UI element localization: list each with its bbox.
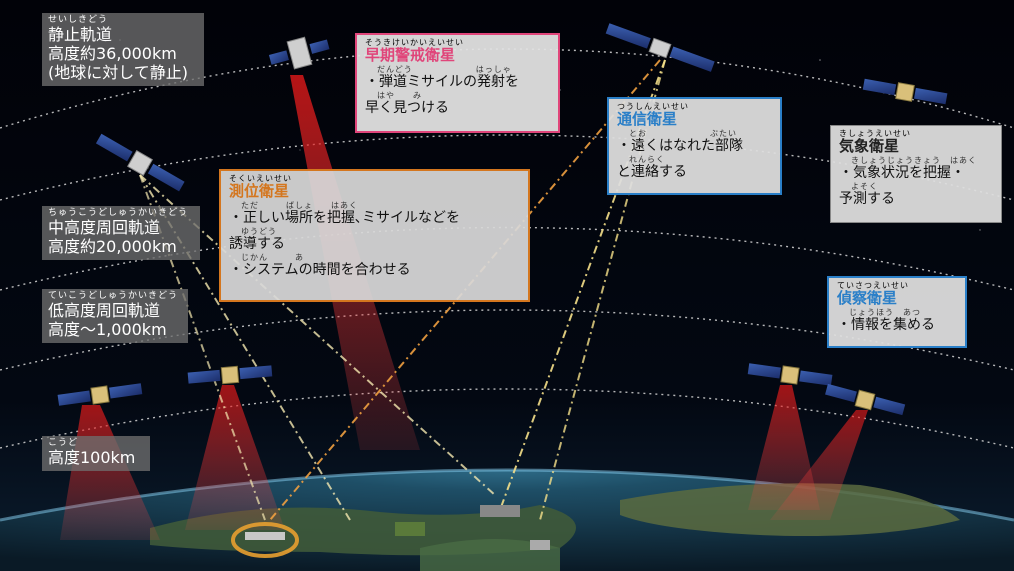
description-line: じょうほう あつ・情報を集める	[837, 308, 957, 333]
label-line: 高度約36,000km	[48, 44, 177, 63]
weather-title: 気象衛星	[839, 137, 900, 155]
line-ruby: じょうほう あつ	[849, 308, 921, 317]
communication-satellite-box: つうしんえいせい 通信衛星 とお ぶたい・遠くはなれた部隊 れんらくと連絡する	[607, 97, 782, 195]
label-ruby: ちゅうこうどしゅうかいきどう	[48, 208, 189, 218]
line-text: ・遠くはなれた部隊	[617, 138, 743, 154]
label-line: 高度約20,000km	[48, 237, 177, 256]
label-ruby: ていこうどしゅうかいきどう	[48, 291, 179, 301]
reconnaissance-title: 偵察衛星	[837, 289, 898, 307]
title-ruby: そうきけいかいえいせい	[365, 38, 464, 47]
description-line: じかん あ・システムの時間を合わせる	[229, 253, 520, 278]
description-line: よそく予測する	[839, 182, 993, 207]
label-ruby: せいしきどう	[48, 15, 109, 25]
line-ruby: ゆうどう	[241, 227, 277, 236]
label-ruby: こうど	[48, 438, 79, 448]
line-ruby: ただ ばしょ はあく	[241, 201, 358, 210]
positioning-satellite-box: そくいえいせい 測位衛星 ただ ばしょ はあく・正しい場所を把握､ミサイルなどを…	[219, 169, 530, 302]
line-ruby: だんどう はっしゃ	[377, 65, 512, 74]
title-ruby: つうしんえいせい	[617, 102, 689, 111]
altitude-100km-label: こうど 高度100km	[42, 436, 150, 471]
line-text: 誘導する	[229, 236, 285, 252]
line-text: 早く見つける	[365, 100, 449, 116]
label-line: 高度〜1,000km	[48, 320, 167, 339]
line-text: ・正しい場所を把握､ミサイルなどを	[229, 210, 460, 226]
reconnaissance-satellite-box: ていさつえいせい 偵察衛星 じょうほう あつ・情報を集める	[827, 276, 967, 348]
line-ruby: きしょうじょうきょう はあく	[851, 156, 977, 165]
line-ruby: れんらく	[629, 155, 665, 164]
title-ruby: きしょうえいせい	[839, 129, 911, 138]
description-line: きしょうじょうきょう はあく・気象状況を把握・	[839, 156, 993, 181]
description-line: はや み早く見つける	[365, 91, 550, 116]
line-ruby: じかん あ	[241, 253, 304, 262]
line-ruby: はや み	[377, 91, 422, 100]
title-ruby: そくいえいせい	[229, 174, 292, 183]
medium-orbit-label: ちゅうこうどしゅうかいきどう 中高度周回軌道 高度約20,000km	[42, 206, 200, 260]
description-line: とお ぶたい・遠くはなれた部隊	[617, 129, 772, 154]
title-ruby: ていさつえいせい	[837, 281, 909, 290]
label-line: 低高度周回軌道	[48, 301, 161, 320]
line-text: ・システムの時間を合わせる	[229, 262, 411, 278]
line-text: と連絡する	[617, 164, 687, 180]
label-line: 中高度周回軌道	[48, 218, 161, 237]
early-warning-title: 早期警戒衛星	[365, 46, 456, 64]
line-text: ・弾道ミサイルの発射を	[365, 74, 519, 90]
label-line: (地球に対して静止)	[48, 63, 189, 82]
line-ruby: よそく	[851, 182, 878, 191]
early-warning-satellite-box: そうきけいかいえいせい 早期警戒衛星 だんどう はっしゃ・弾道ミサイルの発射を …	[355, 33, 560, 133]
label-line: 静止軌道	[48, 25, 113, 44]
geostationary-orbit-label: せいしきどう 静止軌道 高度約36,000km (地球に対して静止)	[42, 13, 204, 86]
description-line: だんどう はっしゃ・弾道ミサイルの発射を	[365, 65, 550, 90]
line-text: 予測する	[839, 191, 895, 207]
line-ruby: とお ぶたい	[629, 129, 737, 138]
description-line: れんらくと連絡する	[617, 155, 772, 180]
label-line: 高度100km	[48, 448, 136, 467]
description-line: ただ ばしょ はあく・正しい場所を把握､ミサイルなどを	[229, 201, 520, 226]
communication-title: 通信衛星	[617, 110, 678, 128]
line-text: ・情報を集める	[837, 317, 935, 333]
description-line: ゆうどう誘導する	[229, 227, 520, 252]
line-text: ・気象状況を把握・	[839, 165, 965, 181]
low-orbit-label: ていこうどしゅうかいきどう 低高度周回軌道 高度〜1,000km	[42, 289, 188, 343]
positioning-title: 測位衛星	[229, 182, 290, 200]
weather-satellite-box: きしょうえいせい 気象衛星 きしょうじょうきょう はあく・気象状況を把握・ よそ…	[830, 125, 1002, 223]
